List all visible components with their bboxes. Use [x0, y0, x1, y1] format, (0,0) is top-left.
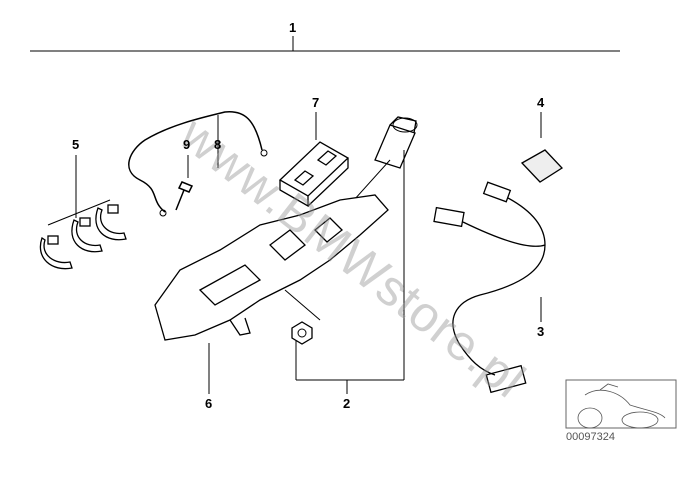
leader-lines [30, 36, 620, 394]
part-7-cover [278, 141, 350, 208]
callout-9: 9 [183, 137, 191, 152]
motorcycle-thumbnail-frame [565, 379, 677, 429]
callout-1: 1 [289, 20, 297, 35]
callout-3: 3 [537, 324, 545, 339]
part-5-clamps [39, 204, 127, 270]
motorcycle-thumbnail-icon [577, 383, 666, 429]
callout-4: 4 [537, 95, 545, 110]
part-8-wire [128, 111, 263, 213]
part-6-holder [154, 194, 389, 341]
callout-6: 6 [205, 396, 213, 411]
part-2-socket [374, 116, 417, 169]
part-2-nut [291, 321, 313, 345]
callout-8: 8 [214, 137, 222, 152]
callout-5: 5 [72, 137, 80, 152]
part-3-cable [433, 181, 546, 394]
callout-2: 2 [343, 396, 351, 411]
diagram-number: 00097324 [566, 431, 615, 443]
part-9-screw [175, 181, 194, 211]
callout-7: 7 [312, 95, 320, 110]
part-4-pad [520, 149, 564, 183]
